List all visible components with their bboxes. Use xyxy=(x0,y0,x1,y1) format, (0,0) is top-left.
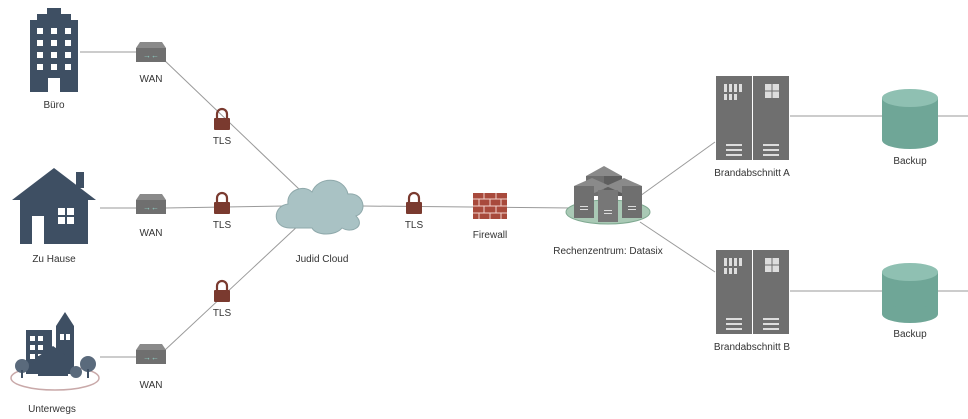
lock-cloud-icon xyxy=(406,191,422,214)
svg-text:→←: →← xyxy=(143,203,159,212)
office-building-icon xyxy=(30,8,78,92)
line-cloud-datacenter xyxy=(361,205,573,209)
backup-a-storage-icon xyxy=(882,89,938,149)
backup-b-storage-icon xyxy=(882,263,938,323)
firewall-icon xyxy=(473,193,507,219)
lock-mobile-icon xyxy=(214,279,230,302)
fire-zone-a-label: Brandabschnitt A xyxy=(714,168,790,179)
backup-a-label: Backup xyxy=(893,156,927,167)
tls-mobile-label: TLS xyxy=(212,308,232,319)
datacenter-icon xyxy=(565,166,651,225)
cloud-icon xyxy=(275,179,364,235)
line-dc-zone-a xyxy=(639,141,716,197)
wan-mobile-label: WAN xyxy=(139,380,163,391)
svg-text:→←: →← xyxy=(143,51,159,60)
line-wan-cloud-office xyxy=(161,57,301,191)
firewall-label: Firewall xyxy=(472,230,508,241)
backup-b-label: Backup xyxy=(893,329,927,340)
cloud-label: Judid Cloud xyxy=(295,254,349,265)
home-label: Zu Hause xyxy=(32,254,76,265)
tls-home-label: TLS xyxy=(212,220,232,231)
office-label: Büro xyxy=(43,100,65,111)
line-dc-zone-b xyxy=(639,221,716,273)
mobile-label: Unterwegs xyxy=(28,404,76,415)
wan-router-office-icon: →← xyxy=(136,42,166,62)
wan-office-label: WAN xyxy=(139,74,163,85)
lock-home-icon xyxy=(214,191,230,214)
wan-router-home-icon: →← xyxy=(136,194,166,214)
lock-office-icon xyxy=(214,107,230,130)
connection-lines xyxy=(80,51,968,358)
home-house-icon xyxy=(12,168,96,244)
lock-icons xyxy=(214,107,422,302)
wan-home-label: WAN xyxy=(139,228,163,239)
wan-router-mobile-icon: →← xyxy=(136,344,166,364)
town-icon xyxy=(10,312,100,391)
tls-office-label: TLS xyxy=(212,136,232,147)
fire-zone-b-label: Brandabschnitt B xyxy=(713,342,791,353)
svg-text:→←: →← xyxy=(143,353,159,362)
datacenter-label: Rechenzentrum: Datasix xyxy=(553,246,663,257)
server-rack-b-icon xyxy=(716,250,789,334)
tls-cloud-label: TLS xyxy=(404,220,424,231)
server-rack-a-icon xyxy=(716,76,789,160)
line-wan-cloud-mobile xyxy=(164,223,301,351)
